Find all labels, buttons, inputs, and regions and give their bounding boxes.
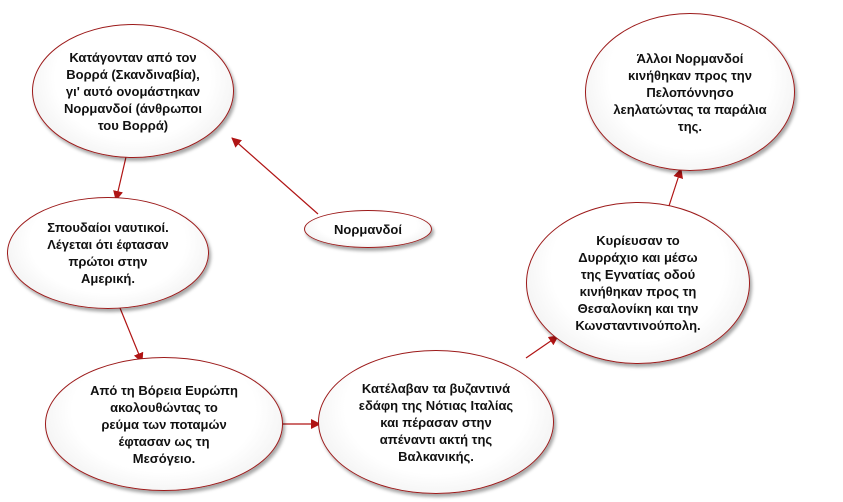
node-peloponnese-text: Άλλοι Νορμανδοί κινήθηκαν προς την Πελοπ… xyxy=(613,50,767,134)
node-italy: Κατέλαβαν τα βυζαντινά εδάφη της Νότιας … xyxy=(318,350,554,494)
node-origin-text: Κατάγονταν από τον Βορρά (Σκανδιναβία), … xyxy=(64,49,202,133)
node-origin: Κατάγονταν από τον Βορρά (Σκανδιναβία), … xyxy=(32,24,234,158)
arrow-n1-to-n2 xyxy=(113,156,127,201)
node-italy-text: Κατέλαβαν τα βυζαντινά εδάφη της Νότιας … xyxy=(358,380,514,464)
node-normans-center: Νορμανδοί xyxy=(304,210,432,248)
arrow-center-to-n1 xyxy=(231,137,319,215)
node-dyrrachium: Κυρίευσαν το Δυρράχιο και μέσω της Εγνατ… xyxy=(526,202,750,364)
node-sailors: Σπουδαίοι ναυτικοί. Λέγεται ότι έφτασαν … xyxy=(7,197,209,309)
node-normans-center-text: Νορμανδοί xyxy=(334,221,402,237)
arrow-n4-to-n5 xyxy=(525,335,559,359)
node-rivers: Από τη Βόρεια Ευρώπη ακολουθώντας το ρεύ… xyxy=(45,357,283,491)
node-dyrrachium-text: Κυρίευσαν το Δυρράχιο και μέσω της Εγνατ… xyxy=(575,233,701,333)
arrow-n5-to-n6 xyxy=(667,168,683,210)
arrow-n2-to-n3 xyxy=(119,307,144,363)
node-sailors-text: Σπουδαίοι ναυτικοί. Λέγεται ότι έφτασαν … xyxy=(47,220,169,286)
node-rivers-text: Από τη Βόρεια Ευρώπη ακολουθώντας το ρεύ… xyxy=(90,382,238,466)
node-peloponnese: Άλλοι Νορμανδοί κινήθηκαν προς την Πελοπ… xyxy=(585,13,795,171)
